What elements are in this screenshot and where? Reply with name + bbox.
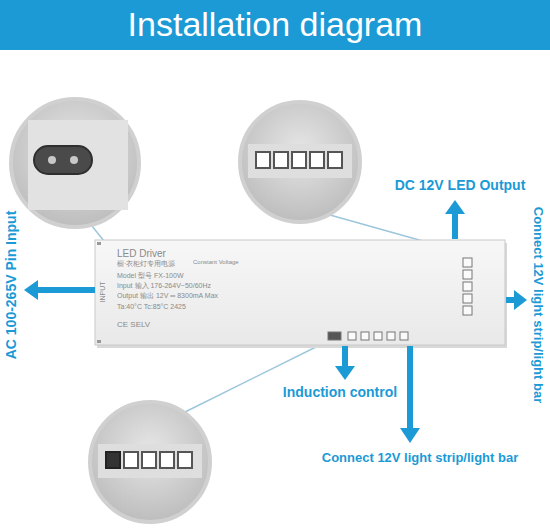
terminal-slot [463, 294, 472, 303]
callout-label: Connect 12V light strip/light bar [322, 451, 518, 466]
housing-print: Output 输出 12V ═ 8300mA Max [117, 292, 218, 300]
terminal-slot [361, 332, 369, 340]
callout-label: AC 100-265V Pin Input [3, 211, 19, 360]
leader-line [185, 340, 330, 412]
driver-housing [95, 240, 505, 345]
housing-print: LED Driver [117, 248, 166, 260]
mount-hole [97, 340, 101, 343]
terminal-slot [463, 306, 472, 315]
driver-box: LED Driver橱·衣柜灯专用电源 Constant VoltageModel… [95, 240, 505, 345]
terminal-slot [463, 282, 472, 291]
housing-print: 橱·衣柜灯专用电源 [117, 260, 175, 268]
terminal-slot [387, 332, 395, 340]
terminal-slot [374, 332, 382, 340]
title: Installation diagram [0, 5, 550, 44]
callout-label: DC 12V LED Output [395, 177, 526, 193]
title-band [0, 0, 550, 50]
terminal-slot [348, 332, 356, 340]
housing-print: Model 型号 FX-100W [117, 272, 184, 280]
housing-print: INPUT [99, 282, 107, 303]
terminal-slot [400, 332, 408, 340]
housing-print: Ta:40°C Tc:85°C 2425 [117, 303, 186, 311]
output-terminal-zoom [240, 102, 360, 222]
terminal-slot [463, 258, 472, 267]
callout-arrows [24, 200, 527, 443]
callout-label: Induction control [283, 384, 397, 400]
induction-terminal-zoom [90, 402, 210, 522]
terminal-slot [463, 270, 472, 279]
mount-hole [97, 242, 101, 245]
housing-print: Input 输入 176-264V~50/60Hz [117, 282, 211, 290]
housing-print: CE SELV [117, 320, 150, 329]
input-socket-zoom [11, 99, 139, 227]
housing-print: Constant Voltage [193, 259, 239, 266]
callout-label: Connect 12V light strip/light bar [531, 207, 546, 403]
terminal-slot [328, 332, 341, 340]
